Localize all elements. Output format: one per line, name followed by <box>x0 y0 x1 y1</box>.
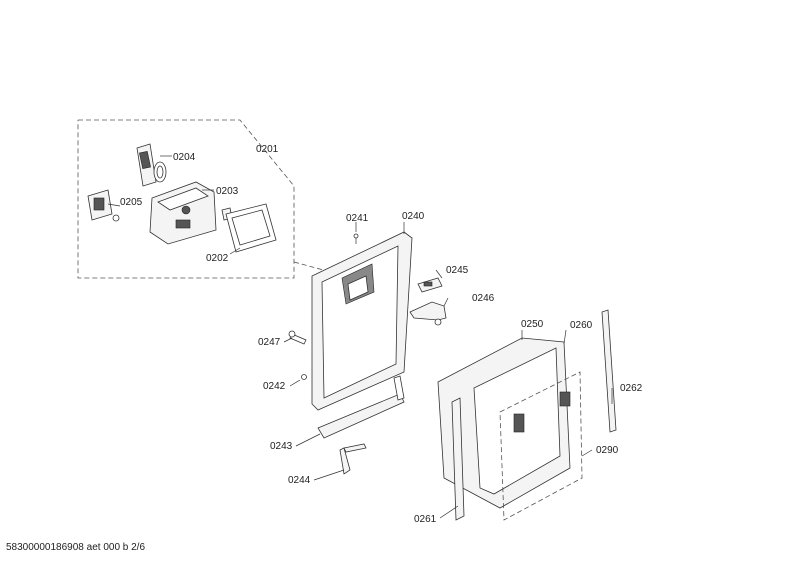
label-0290: 0290 <box>596 445 619 456</box>
part-0246-lever <box>409 301 447 326</box>
part-0290-decor-outline <box>499 371 583 521</box>
part-0204-seal <box>136 143 167 187</box>
document-id: 58300000186908 aet 000 b 2/6 <box>6 542 146 553</box>
label-0244: 0244 <box>288 475 311 486</box>
part-0240-door-panel <box>311 231 413 411</box>
label-0240: 0240 <box>402 211 425 222</box>
label-0204: 0204 <box>173 152 196 163</box>
label-0245: 0245 <box>446 265 469 276</box>
part-0244-bracket <box>339 443 367 475</box>
part-0261-side-strip <box>451 397 465 521</box>
label-0261: 0261 <box>414 514 437 525</box>
part-0243-bottom-rail <box>317 375 405 439</box>
label-0247: 0247 <box>258 337 281 348</box>
leader-lines <box>107 155 613 519</box>
part-0242-screw <box>301 374 307 380</box>
label-0203: 0203 <box>216 186 239 197</box>
label-0241: 0241 <box>346 213 369 224</box>
part-0245-hinge <box>417 277 443 293</box>
label-0243: 0243 <box>270 441 293 452</box>
label-0246: 0246 <box>472 293 495 304</box>
part-dispenser-body <box>149 181 217 245</box>
part-0202-gasket <box>225 203 277 253</box>
label-0202: 0202 <box>206 253 229 264</box>
label-0201: 0201 <box>256 144 279 155</box>
part-0205-cap <box>87 189 120 222</box>
label-0242: 0242 <box>263 381 286 392</box>
part-0247-bolt <box>288 330 307 345</box>
label-0260: 0260 <box>570 320 593 331</box>
part-0241-screw <box>353 233 359 244</box>
label-0262: 0262 <box>620 383 643 394</box>
label-0250: 0250 <box>521 319 544 330</box>
part-0262-trim-strip <box>601 309 617 433</box>
label-0205: 0205 <box>120 197 143 208</box>
